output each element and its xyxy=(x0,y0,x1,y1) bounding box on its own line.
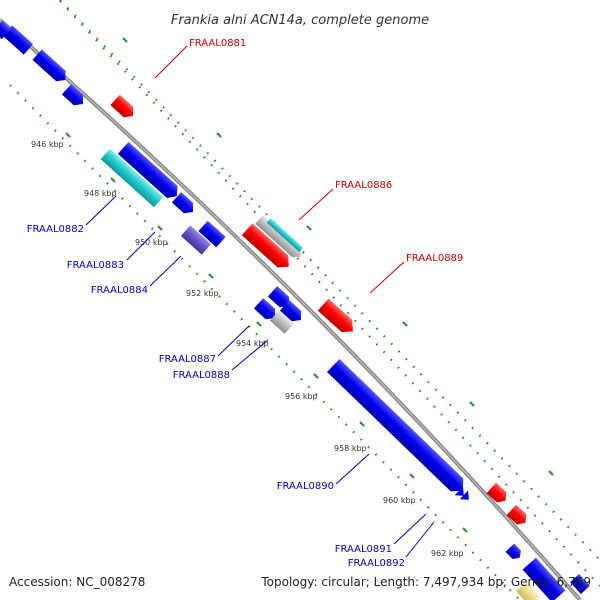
leader-line xyxy=(393,513,427,545)
gene-arrow-fraal0884 xyxy=(198,220,226,248)
tick-mark xyxy=(548,470,554,476)
accession-text: Accession: NC_008278 xyxy=(9,575,146,589)
leader-line xyxy=(231,339,269,371)
leader-line xyxy=(85,195,117,226)
gene-arrow-fraal0890 xyxy=(327,359,464,492)
gene-arrow xyxy=(516,581,540,600)
leader-line xyxy=(298,188,334,221)
tick-mark xyxy=(462,527,468,533)
gene-label-fraal0889[interactable]: FRAAL0889 xyxy=(406,253,463,264)
tick-mark xyxy=(313,373,319,379)
genome-backbone-highlight xyxy=(0,19,581,600)
tick-label: 958 kbp xyxy=(334,444,367,453)
tick-label: 952 kbp xyxy=(186,289,219,298)
gene-arrow xyxy=(2,25,34,55)
genome-summary-text: Topology: circular; Length: 7,497,934 bp… xyxy=(261,575,591,589)
gene-features xyxy=(0,20,590,600)
gene-label-fraal0890[interactable]: FRAAL0890 xyxy=(277,481,334,492)
tick-label: 954 kbp xyxy=(236,339,269,348)
gene-arrow xyxy=(505,543,522,560)
tick-label: 956 kbp xyxy=(285,392,318,401)
gene-arrow xyxy=(241,223,289,268)
reverse-gene-labels: FRAAL0882 FRAAL0883 FRAAL0884 FRAAL0887 … xyxy=(27,195,435,569)
gene-arrow-fraal0891 xyxy=(459,490,469,500)
tick-mark xyxy=(402,321,408,327)
gene-arrow xyxy=(522,557,566,600)
gene-label-fraal0887[interactable]: FRAAL0887 xyxy=(159,354,216,365)
gene-arrow xyxy=(267,286,290,308)
gene-label-fraal0891[interactable]: FRAAL0891 xyxy=(335,544,392,555)
gene-arrow xyxy=(486,482,507,503)
gene-label-fraal0884[interactable]: FRAAL0884 xyxy=(91,285,148,296)
leader-line xyxy=(369,261,405,294)
map-title: Frankia alni ACN14a, complete genome xyxy=(171,13,429,28)
tick-mark xyxy=(157,225,163,231)
gene-arrow xyxy=(171,192,194,214)
gene-arrow-fraal0882 xyxy=(100,148,164,208)
tick-marks xyxy=(65,37,554,533)
tick-label: 960 kbp xyxy=(383,496,416,505)
leader-line xyxy=(335,453,370,485)
tick-mark xyxy=(306,225,312,231)
tick-mark xyxy=(256,321,262,327)
tick-labels: 946 kbp 948 kbp 950 kbp 952 kbp 954 kbp … xyxy=(31,140,464,558)
gene-label-fraal0882[interactable]: FRAAL0882 xyxy=(27,224,84,235)
leader-line xyxy=(149,255,182,287)
gene-arrow xyxy=(61,84,84,106)
tick-label: 946 kbp xyxy=(31,140,64,149)
gene-arrow xyxy=(570,574,590,594)
gene-arrow xyxy=(0,20,12,40)
gene-label-fraal0881[interactable]: FRAAL0881 xyxy=(189,38,246,49)
gene-arrow-fraal0886 xyxy=(255,214,301,258)
tick-mark xyxy=(409,473,415,479)
leader-line xyxy=(405,521,435,558)
gene-arrow-fraal0881 xyxy=(110,94,134,118)
gene-arrow-fraal0889 xyxy=(317,298,353,332)
gene-label-fraal0888[interactable]: FRAAL0888 xyxy=(173,370,230,381)
gene-arrow xyxy=(506,504,527,525)
tick-label: 948 kbp xyxy=(84,189,117,198)
tick-mark xyxy=(359,421,365,427)
leader-line xyxy=(126,231,156,261)
gene-arrow xyxy=(266,218,304,252)
tick-mark xyxy=(65,132,71,138)
tick-label: 962 kbp xyxy=(431,549,464,558)
leader-line xyxy=(154,45,188,79)
tick-mark xyxy=(122,37,128,43)
outer-guide-ring-2 xyxy=(59,0,600,561)
tick-mark xyxy=(208,273,214,279)
gene-arrow-fraal0887 xyxy=(253,298,276,320)
gene-arrow xyxy=(32,49,66,82)
tick-mark xyxy=(216,132,222,138)
tick-mark xyxy=(110,177,116,183)
forward-gene-labels: FRAAL0881 FRAAL0886 FRAAL0889 xyxy=(154,38,463,294)
gene-label-fraal0883[interactable]: FRAAL0883 xyxy=(67,260,124,271)
gene-arrow xyxy=(117,141,178,199)
gene-arrow-fraal0888 xyxy=(269,310,295,334)
gene-arrow xyxy=(279,300,302,322)
tick-mark xyxy=(469,401,475,407)
gene-arrow-fraal0883 xyxy=(180,225,212,255)
tick-label: 950 kbp xyxy=(135,238,168,247)
gene-label-fraal0892[interactable]: FRAAL0892 xyxy=(348,558,405,569)
gene-arrow-fraal0892 xyxy=(454,486,464,496)
leader-line xyxy=(217,325,250,357)
gene-label-fraal0886[interactable]: FRAAL0886 xyxy=(335,180,392,191)
